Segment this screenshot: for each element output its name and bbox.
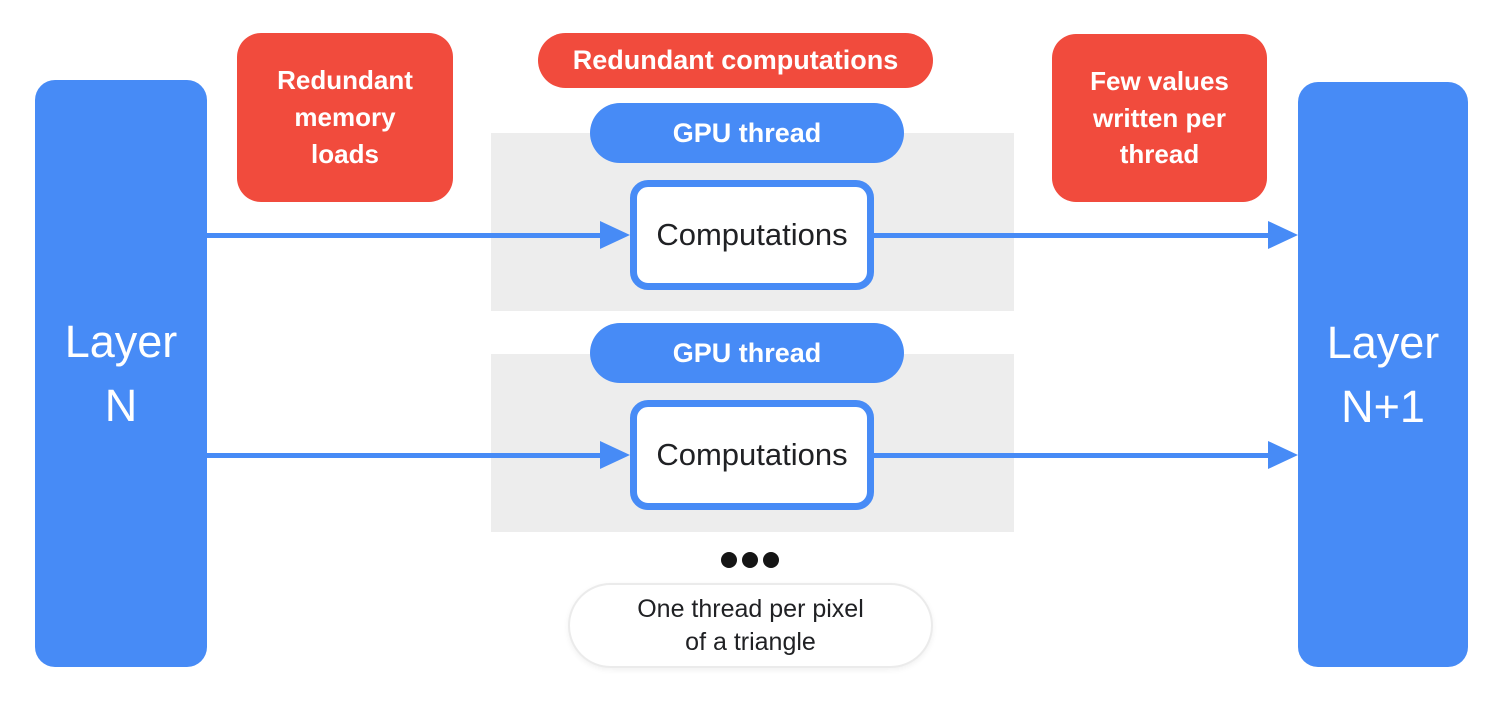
note-one-thread-per-pixel-label: One thread per pixel of a triangle	[637, 594, 864, 656]
arrow-layer-n-to-thread-1	[207, 221, 630, 249]
computations-box-2: Computations	[630, 400, 874, 510]
arrow-head-icon	[600, 441, 630, 469]
arrow-shaft	[868, 232, 1268, 238]
arrow-thread-2-to-layer-n1	[868, 441, 1298, 469]
callout-redundant-memory-loads: Redundant memory loads	[237, 33, 453, 202]
arrow-shaft	[868, 452, 1268, 458]
callout-redundant-memory-loads-label: Redundant memory loads	[277, 65, 413, 169]
gpu-thread-pill-1: GPU thread	[590, 103, 904, 163]
callout-few-values-written-label: Few values written per thread	[1090, 65, 1229, 170]
callout-few-values-written: Few values written per thread	[1052, 34, 1267, 202]
computations-box-1-label: Computations	[656, 217, 848, 252]
ellipsis-dots-icon	[721, 552, 779, 568]
arrow-thread-1-to-layer-n1	[868, 221, 1298, 249]
arrow-head-icon	[600, 221, 630, 249]
callout-redundant-computations: Redundant computations	[538, 33, 933, 88]
ellipsis-dot	[763, 552, 779, 568]
ellipsis-dot	[721, 552, 737, 568]
layer-n-plus-1-label: Layer N+1	[1326, 316, 1440, 432]
callout-redundant-computations-label: Redundant computations	[572, 45, 899, 76]
arrow-layer-n-to-thread-2	[207, 441, 630, 469]
arrow-head-icon	[1268, 441, 1298, 469]
computations-box-1: Computations	[630, 180, 874, 290]
arrow-shaft	[207, 232, 600, 238]
gpu-thread-pill-2: GPU thread	[590, 323, 904, 383]
layer-n-plus-1-box: Layer N+1	[1298, 82, 1468, 667]
gpu-thread-pill-1-label: GPU thread	[672, 117, 822, 148]
computations-box-2-label: Computations	[656, 437, 848, 472]
note-one-thread-per-pixel: One thread per pixel of a triangle	[568, 583, 933, 668]
layer-n-label: Layer N	[64, 315, 178, 431]
arrow-head-icon	[1268, 221, 1298, 249]
layer-n-box: Layer N	[35, 80, 207, 667]
arrow-shaft	[207, 452, 600, 458]
gpu-thread-pill-2-label: GPU thread	[672, 337, 822, 368]
ellipsis-dot	[742, 552, 758, 568]
